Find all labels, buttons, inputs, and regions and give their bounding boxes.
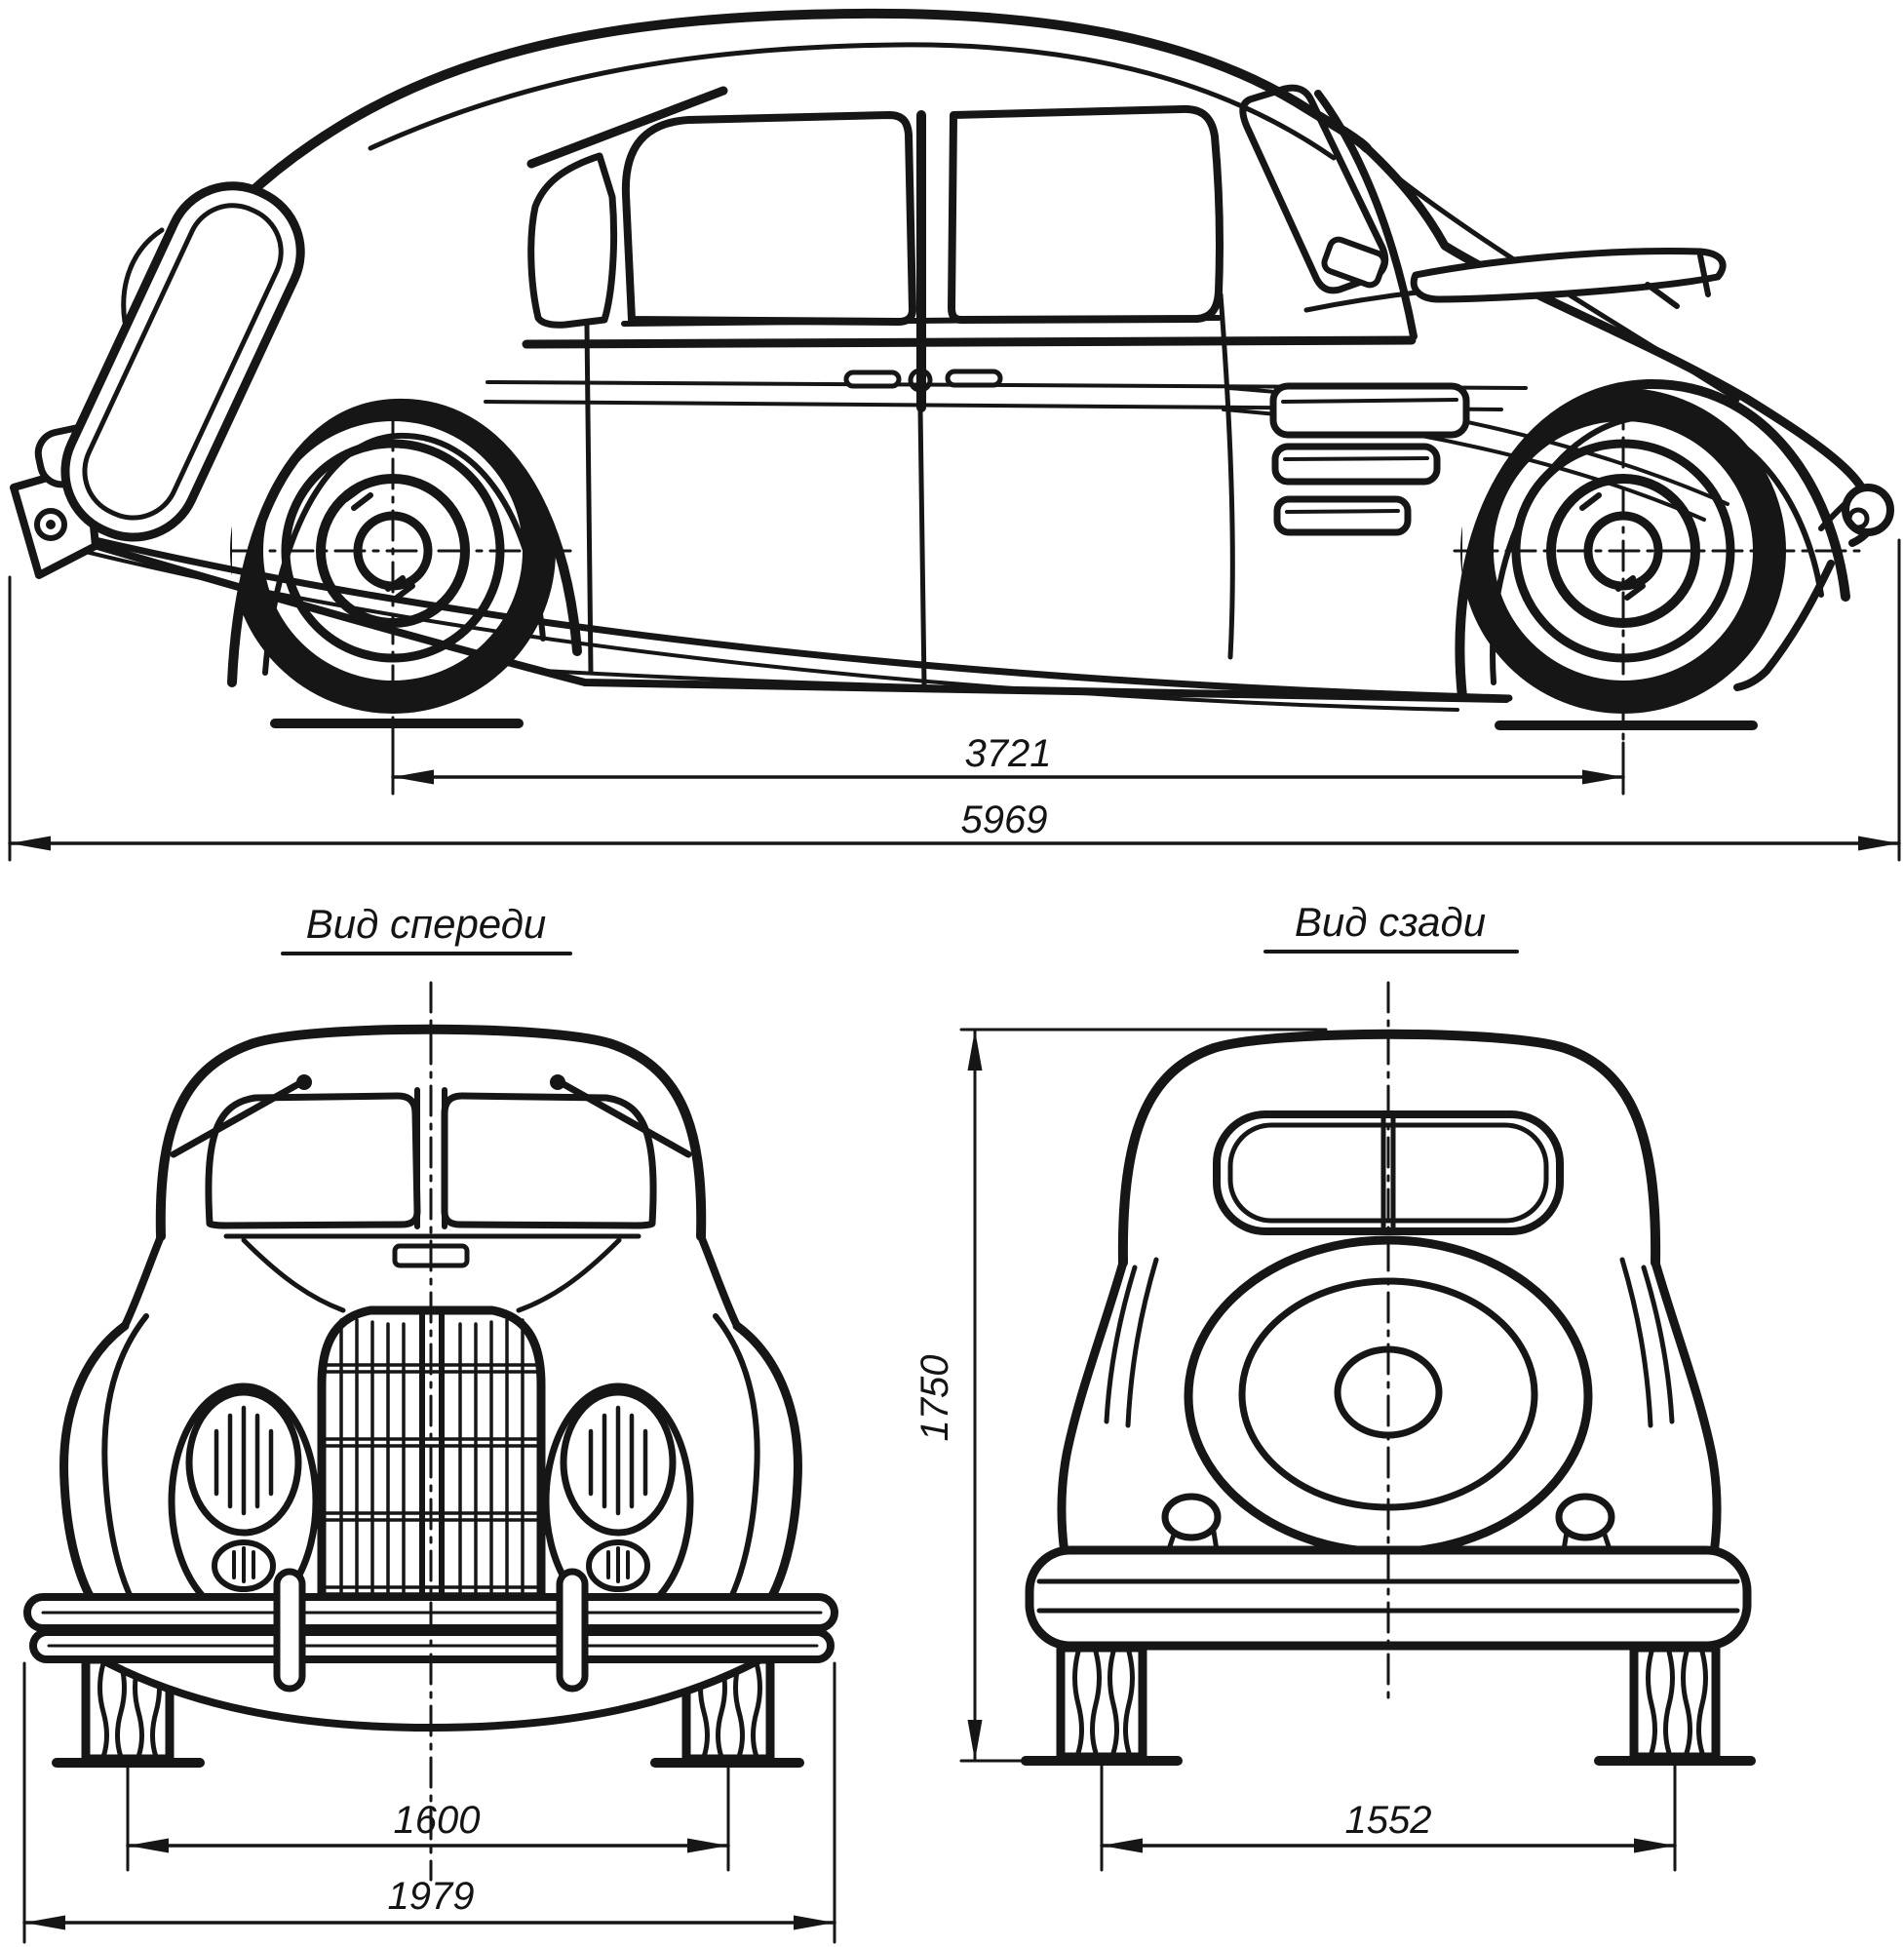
fender-arches bbox=[227, 378, 1850, 702]
front-door-window bbox=[621, 111, 916, 326]
front-view-title: Вид спереди bbox=[306, 901, 547, 947]
side-view bbox=[10, 8, 1894, 745]
dim-overall-height: 1750 bbox=[913, 1355, 956, 1442]
windshield-side bbox=[527, 152, 618, 329]
rear-taillights bbox=[1161, 1493, 1615, 1555]
rear-view-title: Вид сзади bbox=[1295, 899, 1486, 945]
bumper-guard-right bbox=[556, 1568, 589, 1693]
front-fender-mask bbox=[232, 322, 577, 682]
front-dimensions: 1600 1979 bbox=[22, 1661, 836, 1944]
front-view bbox=[23, 981, 838, 1882]
rear-dimensions: 1552 1750 bbox=[913, 1028, 1677, 1872]
tail-lamp bbox=[1818, 484, 1894, 536]
spare-cover bbox=[60, 181, 305, 542]
wipers bbox=[170, 1074, 692, 1158]
right-headlight bbox=[542, 1382, 694, 1620]
a-pillar bbox=[526, 86, 728, 169]
wheel-centerlines bbox=[230, 384, 1869, 745]
dim-rear-track: 1552 bbox=[1345, 1799, 1432, 1842]
dim-wheelbase: 3721 bbox=[965, 732, 1052, 775]
front-body-outline bbox=[59, 1024, 802, 1623]
spare-cover-crease bbox=[121, 227, 165, 325]
windshield bbox=[170, 1074, 692, 1229]
side-dimensions: 3721 5969 bbox=[8, 538, 1901, 862]
c-pillar bbox=[1314, 90, 1418, 340]
luggage-rack bbox=[1303, 247, 1727, 313]
rear-view bbox=[959, 981, 1756, 1766]
louvers bbox=[1269, 382, 1470, 536]
dim-overall-length: 5969 bbox=[961, 798, 1048, 841]
rear-fender-mask bbox=[1459, 292, 1846, 697]
bumper-guard-left bbox=[273, 1568, 306, 1693]
rear-window bbox=[1213, 1110, 1564, 1235]
dim-overall-width: 1979 bbox=[388, 1875, 475, 1918]
dim-front-track: 1600 bbox=[394, 1799, 481, 1842]
door-handles bbox=[843, 368, 1003, 393]
pillar-vent bbox=[1321, 236, 1387, 289]
rear-door-window bbox=[948, 104, 1224, 324]
